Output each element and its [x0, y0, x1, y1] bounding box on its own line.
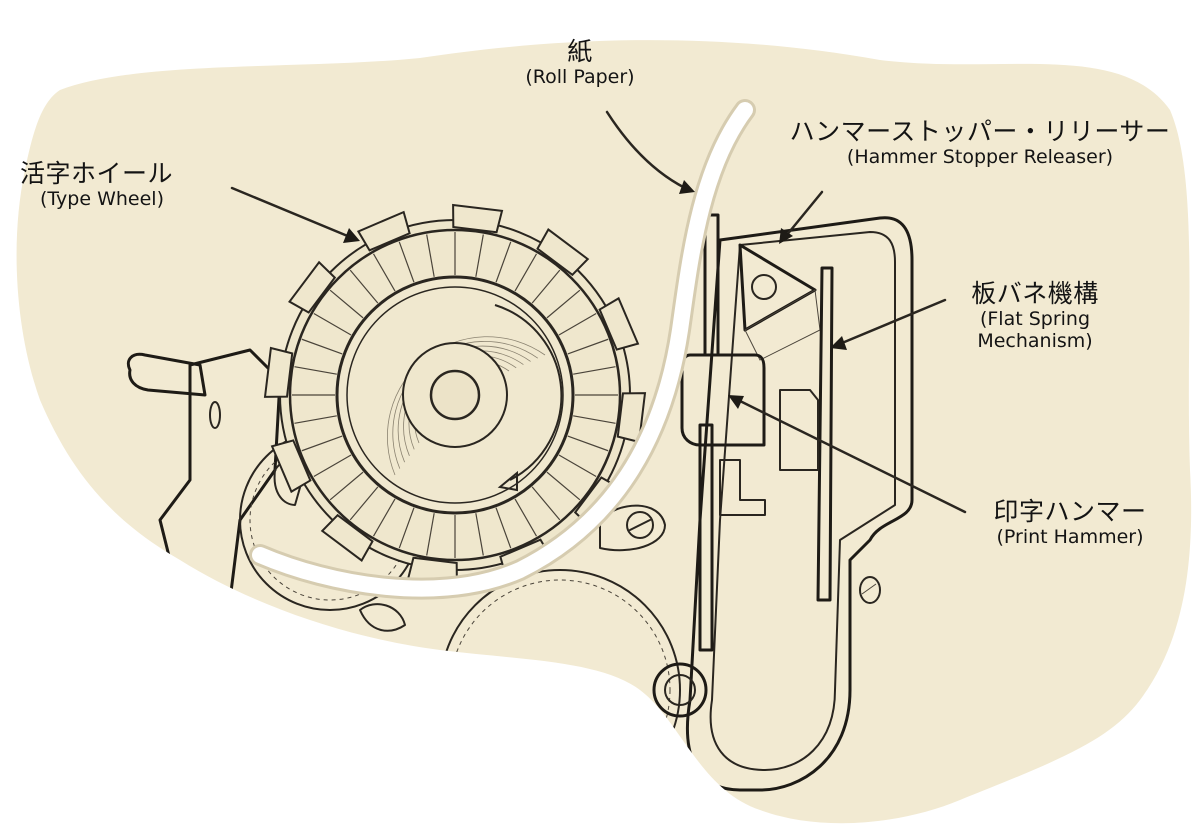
label-hammer-stopper-releaser-ja: ハンマーストッパー・リリーサー [789, 117, 1171, 146]
type-segment [426, 234, 435, 277]
label-flat-spring-mechanism-ja: 板バネ機構 [971, 279, 1099, 308]
type-segment [313, 312, 352, 336]
label-type-wheel-ja: 活字ホイール [20, 159, 174, 188]
arrow-hammer-stopper-releaser [779, 190, 824, 244]
hammer-stopper-releaser [738, 243, 821, 361]
label-flat-spring-mechanism-en: (Flat Spring [979, 307, 1091, 330]
type-wheel-tab [263, 346, 294, 398]
screw-boss [599, 504, 666, 552]
label-print-hammer: 印字ハンマー (Print Hammer) [965, 497, 1175, 549]
type-segment [495, 241, 512, 283]
type-segment [475, 234, 484, 277]
type-segment [426, 513, 435, 556]
type-segment [567, 338, 609, 355]
type-segment [349, 269, 379, 304]
type-segment [567, 435, 609, 452]
label-print-hammer-ja: 印字ハンマー [993, 497, 1147, 526]
type-segment [514, 253, 538, 292]
arrow-print-hammer [728, 395, 967, 514]
type-wheel-tab [356, 210, 411, 252]
shaft [126, 352, 207, 397]
label-print-hammer-en: (Print Hammer) [996, 525, 1144, 548]
type-segment [372, 498, 396, 537]
label-type-wheel-en: (Type Wheel) [40, 187, 164, 210]
type-segment [301, 338, 343, 355]
type-segment [546, 471, 581, 501]
type-segment [301, 435, 343, 452]
label-flat-spring-mechanism: 板バネ機構 (Flat Spring Mechanism) [940, 279, 1130, 352]
type-segment [398, 507, 415, 549]
type-wheel-tab [598, 296, 640, 351]
arrow-type-wheel [230, 186, 360, 243]
type-segment [349, 486, 379, 521]
callout-arrows [230, 110, 967, 514]
type-wheel-face [346, 286, 564, 504]
hub-axle [429, 369, 481, 421]
flat-spring [779, 266, 834, 602]
left-frame [158, 348, 282, 602]
type-segment [372, 253, 396, 292]
rotation-arrow [494, 304, 563, 481]
label-flat-spring-mechanism-en2: Mechanism) [977, 329, 1093, 352]
type-wheel-tab [536, 228, 590, 277]
type-segment [313, 454, 352, 478]
label-hammer-stopper-releaser-en: (Hammer Stopper Releaser) [846, 145, 1114, 168]
type-segment [329, 289, 364, 319]
type-segment [531, 486, 561, 521]
type-segment [514, 498, 538, 537]
label-roll-paper-en: (Roll Paper) [525, 65, 635, 88]
type-segment [294, 366, 337, 375]
type-segment [546, 289, 581, 319]
arrow-flat-spring [830, 298, 947, 350]
type-segment [294, 415, 337, 424]
type-segment [475, 513, 484, 556]
type-segment [573, 415, 616, 424]
type-wheel-tab [320, 513, 374, 562]
label-roll-paper-ja: 紙 [567, 37, 593, 66]
type-segment [495, 507, 512, 549]
rotation-arrow-head-icon [497, 470, 518, 492]
cam-bottom [359, 603, 406, 632]
type-segment [531, 269, 561, 304]
type-wheel [263, 203, 647, 587]
type-segment [558, 312, 597, 336]
type-wheel-tab [288, 260, 337, 314]
type-segment [329, 471, 364, 501]
type-segment [398, 241, 415, 283]
type-segment [558, 454, 597, 478]
label-type-wheel: 活字ホイール (Type Wheel) [20, 159, 270, 211]
print-hammer [680, 213, 766, 652]
type-wheel-tab [270, 439, 312, 494]
label-hammer-stopper-releaser: ハンマーストッパー・リリーサー (Hammer Stopper Releaser… [780, 117, 1180, 169]
arrow-roll-paper [605, 110, 695, 194]
label-roll-paper: 紙 (Roll Paper) [510, 37, 650, 89]
type-wheel-tab [452, 203, 504, 234]
type-segment [573, 366, 616, 375]
